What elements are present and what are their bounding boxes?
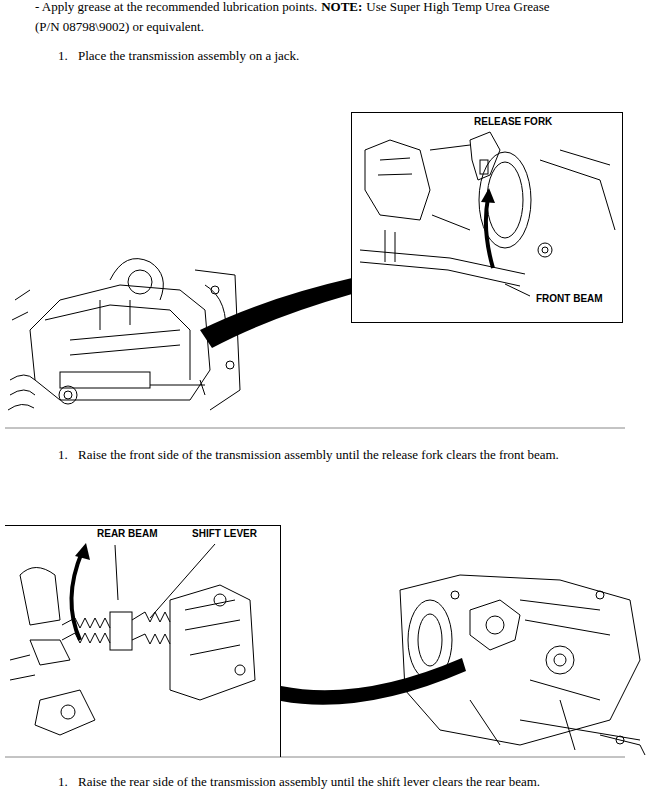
shift-lever-detail [10,544,255,735]
detail-frame: REAR BEAM SHIFT LEVER [5,525,281,757]
rule [5,757,625,758]
release-fork-detail [360,132,615,296]
part-name: FRONT BEAM [534,293,605,305]
step-number: 1. [58,46,78,65]
step-text: Raise the front side of the transmission… [78,445,573,464]
instruction-text: - Apply grease at the recommended lubric… [35,0,317,14]
lift-arrow [486,198,493,268]
part-name: SHIFT LEVER [190,528,259,540]
arrow-head [481,188,495,203]
rule [5,428,625,429]
note-heading: NOTE: [321,0,362,14]
part-name: REAR BEAM [95,528,160,540]
step-number: 1. [58,445,78,464]
detail-pointer [281,658,466,705]
part-name: RELEASE FORK [472,116,554,128]
detail-frame: RELEASE FORK FRONT BEAM [351,112,623,323]
detail-pointer [200,278,352,348]
note-paragraph: - Apply grease at the recommended lubric… [35,0,575,37]
step-text: Place the transmission assembly on a jac… [78,46,578,65]
transmission-on-jack [400,575,645,755]
step-number: 1. [58,772,78,791]
step-text: Raise the rear side of the transmission … [78,772,638,791]
lift-arrow [71,552,82,640]
arrow-head [75,543,90,560]
